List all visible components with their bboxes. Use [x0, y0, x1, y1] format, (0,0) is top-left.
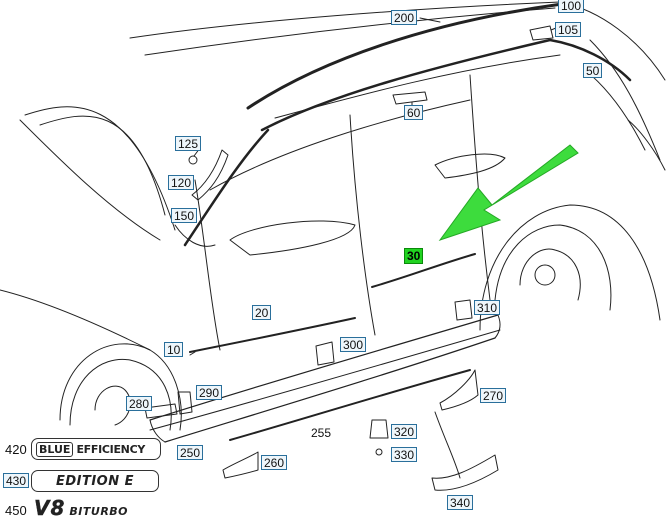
door-molding-rear — [371, 253, 476, 288]
window-trim — [260, 38, 632, 132]
callout-200[interactable]: 200 — [391, 10, 418, 25]
door-b-pillar — [349, 114, 376, 336]
emblem-420-word1: BLUE — [36, 441, 74, 457]
callout-320[interactable]: 320 — [391, 424, 418, 439]
side-skirt-lower — [164, 337, 496, 443]
bracket-340 — [431, 454, 499, 491]
callout-300[interactable]: 300 — [340, 337, 367, 352]
rear-arch — [479, 204, 661, 331]
callout-280[interactable]: 280 — [126, 396, 153, 411]
rear-handle — [434, 153, 506, 179]
arrow-340-link — [434, 411, 461, 479]
door-molding-front — [189, 317, 356, 353]
windshield-inner — [39, 115, 166, 216]
hood-line — [19, 119, 161, 241]
callout-120[interactable]: 120 — [168, 175, 195, 190]
emblem-430-number[interactable]: 430 — [3, 473, 30, 488]
side-skirt-end — [494, 314, 501, 339]
a-pillar-trim — [183, 128, 270, 247]
callout-10[interactable]: 10 — [164, 342, 184, 357]
green-arrow — [438, 144, 579, 241]
callout-105[interactable]: 105 — [555, 22, 582, 37]
emblem-450-big: V8 — [34, 496, 66, 520]
leader-10 — [189, 351, 196, 356]
bracket-260 — [222, 451, 259, 479]
tail-light — [627, 119, 666, 171]
clip-310 — [454, 299, 473, 321]
emblem-450-number: 450 — [5, 503, 27, 518]
clip-105 — [529, 25, 554, 41]
callout-50[interactable]: 50 — [583, 63, 603, 78]
callout-100[interactable]: 100 — [558, 0, 585, 13]
emblem-420-word2: EFFICIENCY — [76, 442, 146, 456]
emblem-420-number: 420 — [5, 442, 27, 457]
front-wheel-outer — [69, 358, 172, 431]
window-line-2 — [209, 99, 471, 191]
side-skirt-upper — [149, 314, 499, 421]
roof-outline — [129, 1, 561, 39]
callout-340[interactable]: 340 — [447, 495, 474, 510]
rear-hub — [534, 264, 556, 286]
rear-wheel-outer — [494, 224, 612, 311]
callout-270[interactable]: 270 — [480, 388, 507, 403]
rear-wheel-inner — [519, 248, 581, 301]
clip-290 — [177, 391, 193, 415]
front-arch — [59, 343, 182, 431]
callout-20[interactable]: 20 — [252, 305, 272, 320]
clip-280 — [144, 403, 178, 419]
callout-330[interactable]: 330 — [391, 447, 418, 462]
emblem-edition-e[interactable]: EDITION E — [31, 470, 159, 492]
washer-330 — [375, 448, 383, 456]
mirror — [174, 224, 216, 247]
callout-150[interactable]: 150 — [171, 208, 198, 223]
rear-window — [584, 69, 646, 151]
emblem-450-small: BITURBO — [69, 505, 129, 518]
callout-290[interactable]: 290 — [196, 385, 223, 400]
front-wheel-hub — [94, 385, 131, 426]
side-skirt-front — [149, 419, 166, 443]
emblem-blue-efficiency[interactable]: BLUE EFFICIENCY — [31, 438, 161, 460]
rear-pillar — [589, 39, 661, 161]
callout-125[interactable]: 125 — [175, 136, 202, 151]
leader-200 — [419, 17, 441, 23]
front-handle — [229, 220, 356, 256]
screw-125 — [188, 155, 198, 165]
label-255: 255 — [311, 426, 332, 440]
emblem-430-text: EDITION E — [55, 473, 135, 489]
callout-60[interactable]: 60 — [404, 105, 424, 120]
callout-250[interactable]: 250 — [177, 445, 204, 460]
door-front-edge — [194, 179, 221, 351]
door-rear-edge — [469, 74, 491, 301]
callout-30[interactable]: 30 — [404, 248, 424, 264]
clip-60 — [392, 91, 428, 105]
rocker-lower — [149, 329, 501, 431]
callout-310[interactable]: 310 — [474, 300, 501, 315]
front-fender — [0, 289, 151, 351]
callout-260[interactable]: 260 — [261, 455, 288, 470]
roof-rail — [246, 2, 564, 110]
sill-strip — [229, 369, 471, 441]
windshield-frame — [24, 106, 176, 231]
clip-125-120 — [191, 149, 229, 201]
fastener-320 — [369, 419, 389, 439]
clip-300 — [315, 341, 335, 366]
bracket-270 — [439, 369, 479, 411]
